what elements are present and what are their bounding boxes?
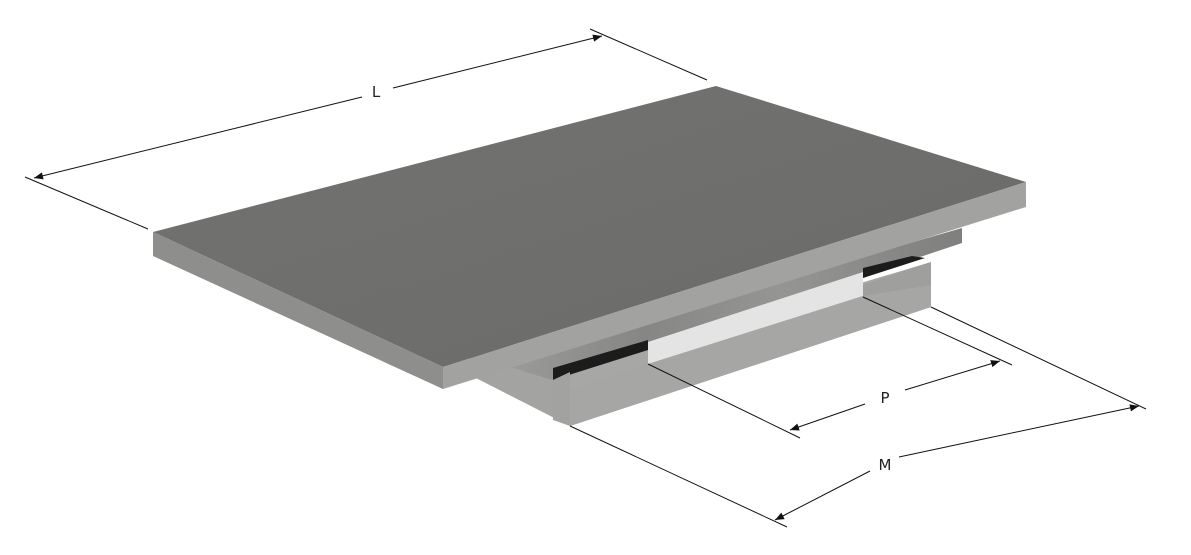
- gap-right-dark: [863, 256, 925, 278]
- base-left-pillar: [553, 372, 570, 426]
- dimension-l: L: [24, 28, 708, 230]
- dimension-arrow-line: [33, 96, 363, 180]
- top-plate-surface: [153, 86, 1026, 367]
- middle-layer: [510, 228, 962, 426]
- dimension-arrow-line: [904, 360, 1001, 391]
- extension-line: [647, 363, 801, 439]
- dimension-m: M: [569, 306, 1147, 528]
- extension-line: [589, 28, 708, 81]
- top-plate-side-face: [443, 182, 1026, 389]
- dimension-label-m: M: [879, 456, 892, 474]
- base-front-under-strip: [570, 285, 931, 426]
- dimension-p: P: [647, 296, 1013, 439]
- dimension-arrow-line: [392, 34, 603, 89]
- extension-line: [569, 425, 788, 528]
- middle-layer-face: [510, 228, 962, 380]
- extension-line: [862, 296, 1013, 366]
- extension-line: [24, 176, 149, 230]
- extension-line: [930, 306, 1147, 410]
- slide-strip: [648, 272, 863, 364]
- dimension-label-l: L: [372, 83, 381, 101]
- top-plate: [153, 86, 1026, 389]
- top-plate-front-face: [153, 232, 443, 389]
- gap-left-dark: [553, 340, 648, 380]
- dimension-arrow-line: [789, 403, 866, 431]
- dimension-label-p: P: [880, 389, 889, 407]
- dimension-arrow-line: [774, 470, 871, 521]
- dimension-arrow-line: [898, 404, 1140, 458]
